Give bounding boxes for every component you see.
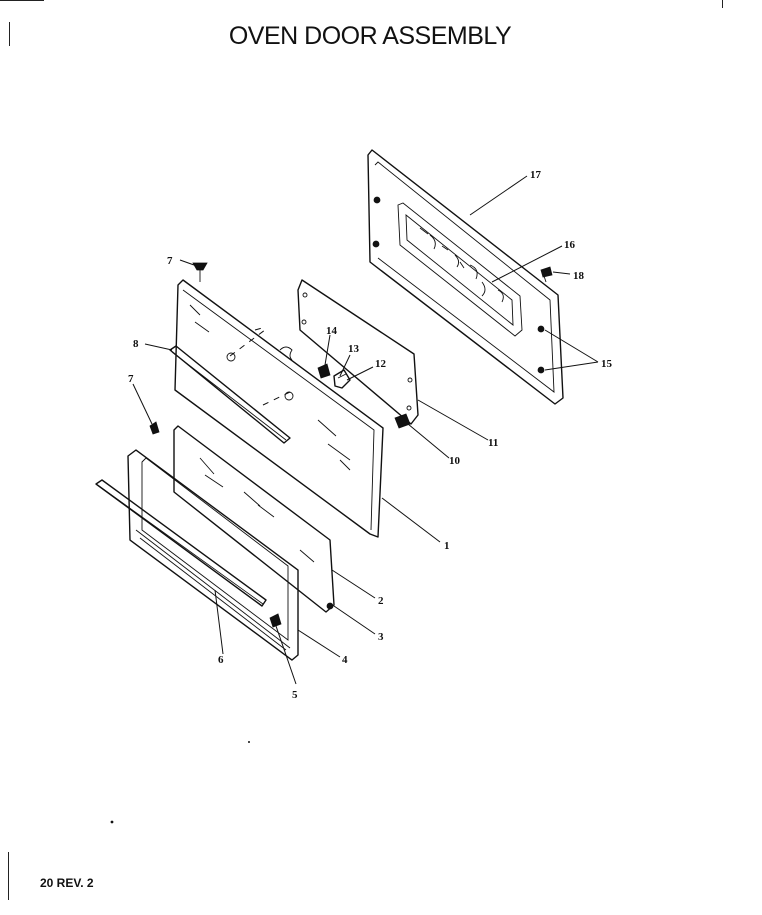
- callout-11: 11: [488, 437, 498, 449]
- callout-16: 16: [564, 239, 576, 251]
- part-7-left-screw: [149, 421, 160, 435]
- callout-2: 2: [378, 595, 384, 607]
- callout-labels: 17 16 18 15 7 8 7 14 13 12 11 10 1 2 3 4…: [128, 169, 613, 701]
- part-6-trim-bar: [95, 479, 267, 607]
- scan-edge-mark-top-left: [0, 0, 44, 1]
- leader-lines: [132, 175, 599, 685]
- callout-5: 5: [292, 689, 298, 701]
- scan-edge-mark-left: [9, 22, 10, 46]
- callout-18: 18: [573, 270, 585, 282]
- page-footer-revision: 20 REV. 2: [40, 876, 94, 890]
- callout-7-left: 7: [128, 373, 134, 385]
- scan-speck: [110, 820, 114, 824]
- callout-4: 4: [342, 654, 348, 666]
- part-2-outer-glass: [173, 425, 335, 613]
- scan-edge-mark-bottom-left: [8, 852, 9, 900]
- callout-13: 13: [348, 343, 360, 355]
- assembly-guide-lines: [226, 327, 294, 406]
- callout-12: 12: [375, 358, 387, 370]
- part-8-handle-rod: [169, 345, 291, 444]
- callout-7-top: 7: [167, 255, 173, 267]
- scan-speck: [247, 741, 250, 744]
- callout-8: 8: [133, 338, 139, 350]
- scan-edge-mark-right: [722, 0, 723, 8]
- part-1-door-panel: [174, 279, 384, 538]
- part-18-screw: [540, 266, 553, 283]
- part-7-top-screw: [192, 262, 208, 282]
- callout-14: 14: [326, 325, 338, 337]
- part-10-bushing: [394, 413, 411, 429]
- part-17-door-liner: [367, 149, 564, 405]
- callout-10: 10: [449, 455, 461, 467]
- part-11-insulation-panel: [297, 279, 419, 425]
- part-5-screw: [269, 613, 282, 628]
- part-4-door-frame: [127, 449, 299, 661]
- page-title: OVEN DOOR ASSEMBLY: [228, 22, 512, 50]
- callout-1: 1: [444, 540, 450, 552]
- callout-3: 3: [378, 631, 384, 643]
- callout-17: 17: [530, 169, 542, 181]
- callout-15: 15: [601, 358, 613, 370]
- callout-6: 6: [218, 654, 224, 666]
